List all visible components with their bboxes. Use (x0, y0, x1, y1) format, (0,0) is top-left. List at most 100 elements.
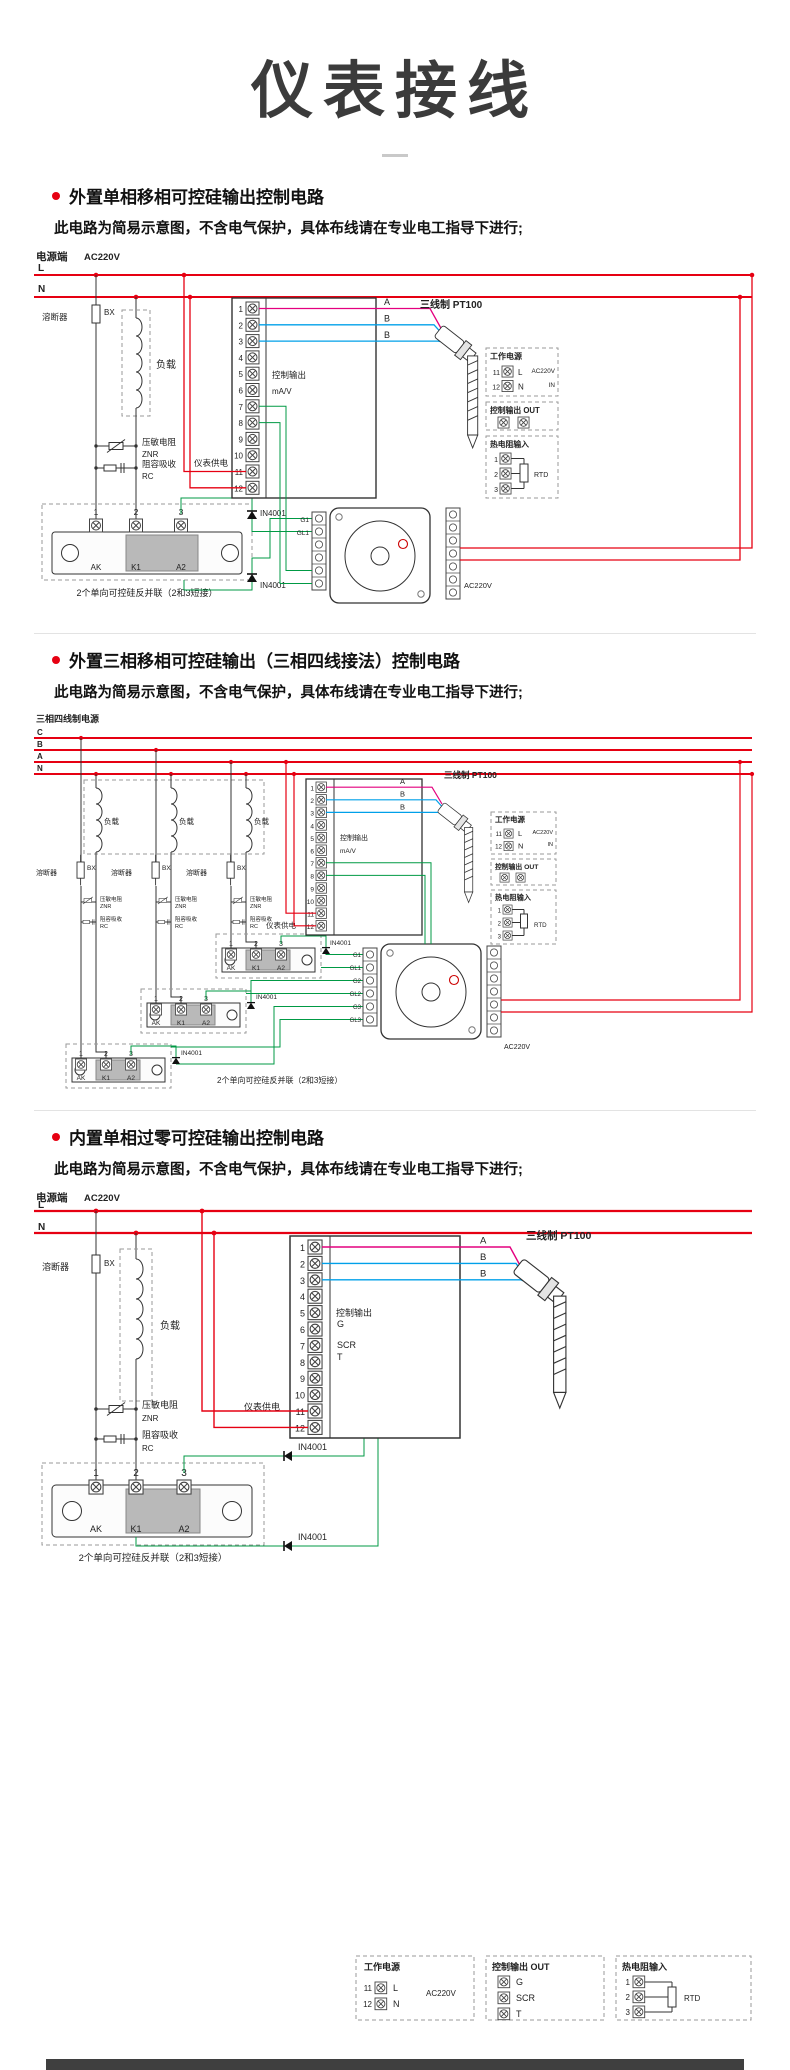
section-divider (34, 633, 756, 634)
svg-text:C: C (37, 728, 43, 737)
section-single-phase-external: 外置单相移相可控硅输出控制电路 此电路为简易示意图，不含电气保护，具体布线请在专… (0, 183, 790, 620)
svg-text:mA/V: mA/V (340, 848, 357, 855)
svg-text:BX: BX (237, 865, 246, 872)
svg-text:GL2: GL2 (350, 992, 362, 998)
section-heading-row: 外置单相移相可控硅输出控制电路 (52, 183, 756, 208)
svg-text:ZNR: ZNR (250, 904, 261, 910)
built-in-single-phase-circuit-diagram: 电源端 AC220V L N 溶断器 BX 负 (34, 1191, 752, 2021)
svg-text:压敏电阻: 压敏电阻 (100, 895, 123, 903)
svg-text:N: N (393, 1999, 400, 2009)
scr-module: 1 2 3 AK K1 A2 2个单向可控硅反并联（2和3短接） (41, 1462, 265, 1564)
svg-text:9: 9 (239, 435, 244, 444)
svg-text:3: 3 (498, 935, 502, 941)
svg-text:三线制 PT100: 三线制 PT100 (420, 298, 483, 311)
svg-text:负载: 负载 (104, 816, 119, 826)
page-title: 仪表接线 (250, 57, 539, 126)
svg-text:IN: IN (548, 842, 554, 848)
svg-text:控制输出 OUT: 控制输出 OUT (490, 405, 540, 415)
svg-text:AC220V: AC220V (533, 830, 554, 836)
svg-text:仪表供电: 仪表供电 (194, 458, 229, 468)
pt100-sensor: 三线制 PT100 (510, 1229, 592, 1409)
svg-text:12: 12 (492, 385, 500, 392)
trigger-module: G1 GL1 AC220V (259, 275, 753, 604)
instrument-terminal-block: 1 2 3 4 5 6 7 8 9 10 11 12 控制输出 mA/V 仪表供… (194, 297, 377, 499)
svg-text:B: B (480, 1252, 486, 1263)
svg-text:L: L (38, 1200, 44, 1211)
svg-text:阻容吸收: 阻容吸收 (142, 1429, 178, 1440)
svg-text:L: L (518, 368, 523, 377)
title-divider (382, 154, 408, 157)
svg-text:2: 2 (310, 798, 314, 805)
svg-text:L: L (38, 263, 44, 274)
svg-text:IN4001: IN4001 (256, 994, 277, 1001)
svg-text:RTD: RTD (534, 472, 548, 479)
red-bullet-icon (52, 191, 60, 200)
svg-text:RC: RC (100, 924, 108, 930)
svg-text:溶断器: 溶断器 (186, 868, 207, 877)
section-2-subtitle: 此电路为简易示意图，不含电气保护，具体布线请在专业电工指导下进行; (54, 685, 523, 701)
svg-text:ZNR: ZNR (175, 904, 186, 910)
varistor-row: 压敏电阻 ZNR (94, 1399, 178, 1423)
svg-text:RTD: RTD (684, 1994, 701, 2003)
red-bullet-icon (52, 1132, 60, 1141)
svg-text:B: B (384, 314, 390, 324)
svg-text:ZNR: ZNR (142, 1414, 159, 1423)
scr-note: 2个单向可控硅反并联（2和3短接） (76, 587, 217, 598)
svg-text:IN4001: IN4001 (181, 1050, 202, 1057)
svg-text:12: 12 (495, 844, 502, 851)
legend-rtd-input: 热电阻输入 1 2 3 RTD (615, 1955, 752, 2021)
svg-text:G: G (516, 1977, 523, 1987)
scr-module-3: 1 2 3 AK K1 A2 (65, 1043, 172, 1089)
power-lines: 电源端 AC220V L N (34, 250, 755, 300)
legend-work-power: 工作电源 11 L 12 N AC220V IN (490, 811, 557, 855)
svg-text:10: 10 (295, 1391, 305, 1401)
svg-text:10: 10 (234, 452, 243, 461)
svg-text:1: 1 (626, 1978, 631, 1987)
svg-text:10: 10 (307, 899, 315, 906)
legend-control-output: 控制输出 OUT (490, 858, 557, 886)
single-phase-circuit-diagram: 电源端 AC220V L N 溶断器 BX 负 (34, 250, 755, 604)
power-lines: 三相四线制电源 C B A N (34, 713, 755, 777)
svg-text:2: 2 (254, 941, 258, 948)
svg-text:A: A (400, 777, 405, 786)
section-heading-row: 内置单相过零可控硅输出控制电路 (52, 1124, 756, 1149)
svg-text:8: 8 (300, 1358, 305, 1368)
instrument-terminal-block: 1 2 3 4 5 6 7 8 9 10 11 12 控制输出 mA/V 仪表供… (266, 762, 423, 936)
section-single-phase-builtin: 内置单相过零可控硅输出控制电路 此电路为简易示意图，不含电气保护，具体布线请在专… (0, 1124, 790, 2029)
svg-text:IN4001: IN4001 (298, 1442, 327, 1452)
svg-text:L: L (518, 829, 522, 838)
svg-text:三线制 PT100: 三线制 PT100 (444, 770, 497, 780)
svg-text:11: 11 (307, 912, 314, 919)
svg-text:三线制 PT100: 三线制 PT100 (526, 1229, 592, 1242)
svg-text:N: N (38, 284, 45, 295)
svg-text:A: A (37, 752, 43, 761)
instrument-power-wires (183, 275, 246, 489)
svg-text:溶断器: 溶断器 (42, 312, 68, 322)
svg-text:N: N (38, 1222, 45, 1233)
scr-module-1: 1 2 3 AK K1 A2 (215, 933, 322, 979)
svg-text:5: 5 (300, 1309, 305, 1319)
svg-text:A: A (384, 297, 390, 307)
svg-text:1: 1 (79, 1051, 83, 1058)
svg-text:1: 1 (498, 909, 502, 915)
load-bank: 负载 负载 负载 (83, 774, 269, 1058)
legend-rtd-input: 热电阻输入 1 2 3 RTD (485, 435, 559, 499)
svg-text:工作电源: 工作电源 (364, 1961, 400, 1972)
section-2-heading: 外置三相移相可控硅输出（三相四线接法）控制电路 (69, 652, 460, 671)
svg-text:RC: RC (175, 924, 183, 930)
scr-note: 2个单向可控硅反并联（2和3短接） (79, 1552, 228, 1564)
svg-text:K1: K1 (131, 563, 141, 572)
rc-snubber-row: 阻容吸收 RC (94, 459, 177, 481)
load-branch: 负载 (121, 297, 176, 519)
svg-text:压敏电阻: 压敏电阻 (142, 437, 177, 447)
svg-text:控制输出: 控制输出 (340, 833, 368, 842)
svg-text:K1: K1 (102, 1075, 110, 1082)
svg-text:6: 6 (239, 387, 244, 396)
svg-text:12: 12 (295, 1423, 305, 1433)
svg-text:7: 7 (239, 403, 244, 412)
svg-text:8: 8 (310, 874, 314, 881)
svg-text:A2: A2 (277, 965, 285, 972)
svg-text:控制输出: 控制输出 (336, 1307, 372, 1318)
svg-text:mA/V: mA/V (272, 387, 292, 396)
